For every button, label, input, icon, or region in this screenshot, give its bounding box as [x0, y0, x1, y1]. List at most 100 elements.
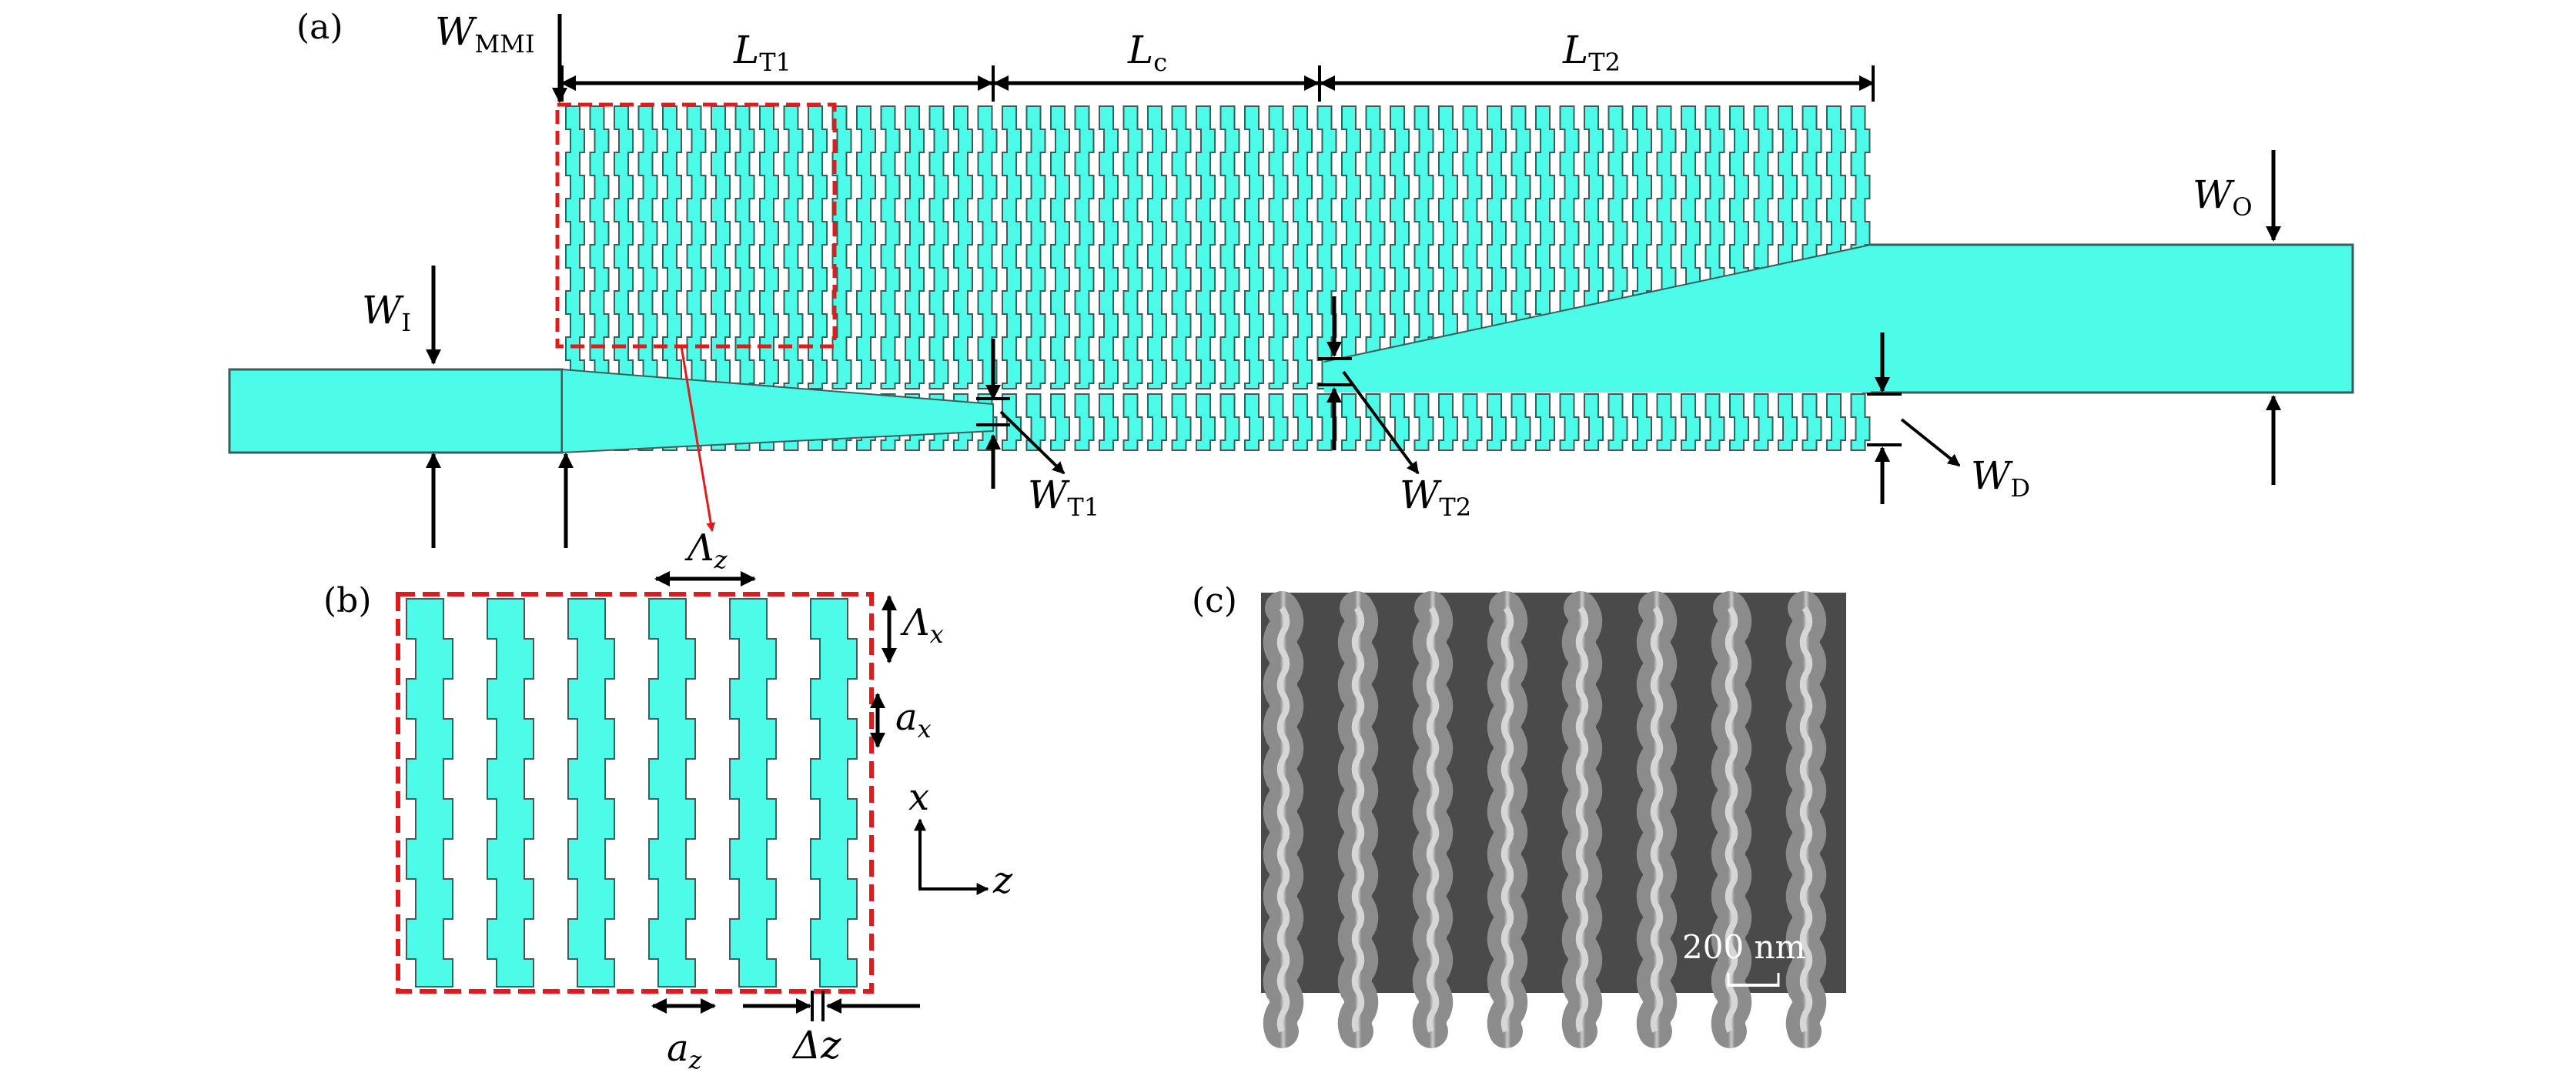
swg-column-top	[1341, 105, 1361, 389]
swg-column-bottom	[1293, 393, 1313, 451]
a-z-label: az	[667, 1027, 703, 1074]
swg-column-bottom	[1584, 393, 1604, 451]
swg-column-bottom	[1147, 393, 1167, 451]
l-c-label: Lc	[1127, 28, 1167, 77]
sem-ridges	[1263, 591, 1827, 1048]
swg-column-top	[1147, 105, 1167, 389]
swg-zoom-column	[729, 598, 777, 987]
output-taper-core	[1324, 245, 1871, 393]
swg-column-top	[1025, 105, 1046, 389]
swg-column-bottom	[1753, 393, 1774, 451]
lambda-z-label: Λz	[684, 526, 728, 574]
swg-zoom-column	[648, 598, 696, 987]
swg-zoom-column	[487, 598, 534, 987]
lambda-x-label: Λx	[900, 601, 944, 649]
swg-column-top	[1099, 105, 1119, 389]
swg-column-bottom	[1341, 393, 1361, 451]
highlight-box	[555, 102, 837, 349]
w-o-label: WO	[2193, 172, 2253, 222]
sem-ridge-highlight	[1725, 606, 1738, 1033]
swg-column-bottom	[1729, 393, 1749, 451]
w-i-label: WI	[362, 288, 411, 337]
swg-column-top	[905, 105, 925, 389]
panel-a-label: (a)	[296, 8, 343, 47]
axis-z-label: z	[992, 859, 1013, 902]
sem-ridge-highlight	[1575, 606, 1589, 1033]
sem-ridge-highlight	[1799, 606, 1813, 1033]
panel-c: (c) 200 nm	[1192, 581, 1846, 1048]
output-taper-edge	[1323, 244, 1872, 363]
tapered-core	[561, 368, 994, 454]
swg-column-bottom	[1196, 393, 1216, 451]
w-mmi-label: WMMI	[435, 9, 535, 58]
panel-a: (a) WMMI LT1 Lc LT2 WI WO	[228, 8, 2354, 548]
sem-ridge-highlight	[1650, 606, 1664, 1033]
w-d-label: WD	[1971, 453, 2030, 503]
swg-column-bottom	[1681, 393, 1701, 451]
axis-x-label: x	[908, 776, 929, 819]
swg-column-top	[1196, 105, 1216, 389]
delta-z-label: Δz	[791, 1023, 841, 1068]
a-x-label: ax	[895, 696, 932, 744]
swg-column-bottom	[1802, 393, 1822, 451]
swg-column-bottom	[1122, 393, 1143, 451]
swg-column-bottom	[1413, 393, 1434, 451]
swg-column-bottom	[1219, 393, 1240, 451]
swg-zoom-column	[567, 598, 615, 987]
l-t2-label: LT2	[1562, 28, 1621, 77]
swg-column-bottom	[1632, 393, 1652, 451]
swg-column-bottom	[1074, 393, 1095, 451]
swg-column-top	[1122, 105, 1143, 389]
swg-zoom-column	[810, 598, 858, 987]
swg-column-bottom	[1607, 393, 1628, 451]
swg-column-bottom	[1438, 393, 1458, 451]
output-waveguide	[1862, 243, 2354, 394]
scale-bar-label: 200 nm	[1682, 928, 1805, 966]
swg-column-bottom	[1099, 393, 1119, 451]
swg-column-bottom	[1850, 393, 1871, 451]
swg-column-top	[1365, 105, 1386, 389]
swg-column-top	[1316, 105, 1337, 389]
swg-column-top	[831, 105, 852, 389]
swg-column-top	[1050, 105, 1070, 389]
panel-b-label: (b)	[323, 581, 372, 620]
w-t2-pointer	[1342, 370, 1420, 475]
swg-column-bottom	[1559, 393, 1580, 451]
swg-column-top	[1002, 105, 1022, 389]
swg-column-bottom	[1050, 393, 1070, 451]
swg-column-bottom	[1778, 393, 1798, 451]
sem-ridge-highlight	[1351, 606, 1365, 1033]
l-t1-label: LT1	[733, 28, 791, 77]
sem-ridge-highlight	[1426, 606, 1440, 1033]
swg-column-bottom	[1025, 393, 1046, 451]
w-t1-label: WT1	[1028, 473, 1099, 522]
swg-column-top	[1074, 105, 1095, 389]
swg-column-top	[1171, 105, 1192, 389]
swg-column-bottom	[1268, 393, 1289, 451]
sem-ridge-highlight	[1276, 606, 1290, 1033]
swg-column-bottom	[1244, 393, 1264, 451]
swg-grating-array	[565, 105, 1871, 451]
swg-column-bottom	[1826, 393, 1846, 451]
swg-column-top	[953, 105, 973, 389]
w-t1-pointer	[999, 410, 1066, 475]
swg-column-top	[1268, 105, 1289, 389]
swg-column-top	[928, 105, 949, 389]
swg-column-bottom	[1705, 393, 1725, 451]
w-d-pointer	[1900, 418, 1961, 467]
input-waveguide	[228, 368, 564, 454]
swg-column-bottom	[1535, 393, 1555, 451]
swg-column-top	[1219, 105, 1240, 389]
swg-column-bottom	[1171, 393, 1192, 451]
swg-column-bottom	[1510, 393, 1531, 451]
swg-column-bottom	[1390, 393, 1410, 451]
swg-column-bottom	[1656, 393, 1677, 451]
swg-column-top	[880, 105, 901, 389]
swg-column-top	[977, 105, 998, 389]
highlight-connector	[680, 346, 716, 533]
sem-ridge-highlight	[1500, 606, 1514, 1033]
swg-column-top	[1293, 105, 1313, 389]
swg-column-top	[856, 105, 876, 389]
swg-column-bottom	[1462, 393, 1483, 451]
panel-c-label: (c)	[1192, 581, 1237, 620]
